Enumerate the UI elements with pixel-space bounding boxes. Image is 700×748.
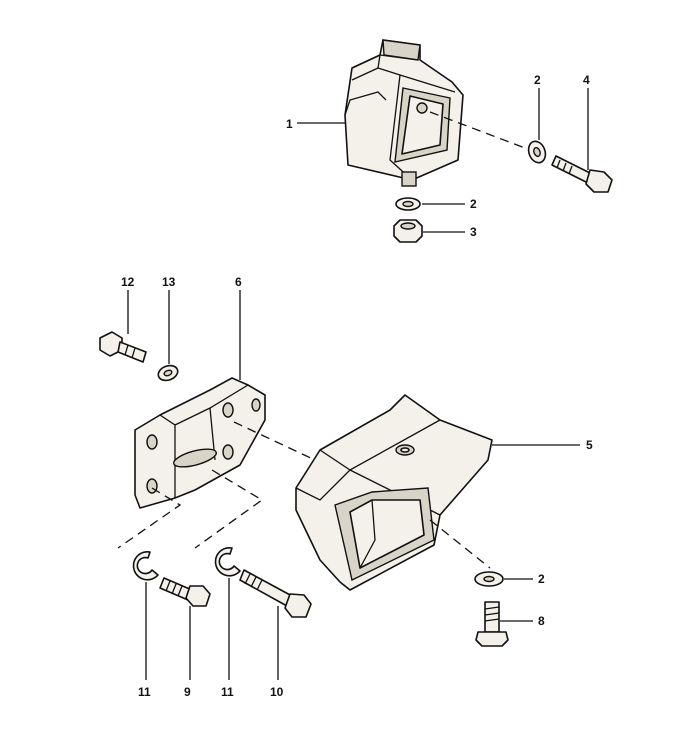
callout-2-right: 2 <box>534 73 541 87</box>
callout-11-left: 11 <box>138 685 151 699</box>
bolt-part-10 <box>239 569 312 618</box>
washer-part-2-right <box>527 140 547 164</box>
callout-9: 9 <box>184 685 191 699</box>
callout-13: 13 <box>162 275 176 289</box>
circlip-part-11-right <box>214 546 241 577</box>
bolt-part-12 <box>99 331 147 363</box>
circlip-part-11-left <box>132 550 159 581</box>
callout-2-lower: 2 <box>538 572 545 586</box>
nut-part-3 <box>393 219 423 243</box>
support-bracket-part-5 <box>295 394 493 591</box>
callout-4: 4 <box>583 73 590 87</box>
bolt-part-8 <box>475 601 509 647</box>
washer-part-2-upper <box>395 197 421 211</box>
callout-1: 1 <box>286 117 293 131</box>
bolt-part-4 <box>551 155 613 193</box>
callout-6: 6 <box>235 275 242 289</box>
bracket-part-6 <box>134 377 266 509</box>
engine-mount-part-1 <box>344 39 464 187</box>
callout-8: 8 <box>538 614 545 628</box>
callout-10: 10 <box>270 685 284 699</box>
callout-2-upper: 2 <box>470 197 477 211</box>
callout-3: 3 <box>470 225 477 239</box>
bolt-part-9 <box>159 577 211 607</box>
callout-5: 5 <box>586 438 593 452</box>
callout-11-right: 11 <box>221 685 234 699</box>
washer-part-13 <box>157 364 179 382</box>
callout-12: 12 <box>121 275 135 289</box>
washer-part-2-lower <box>474 571 504 587</box>
